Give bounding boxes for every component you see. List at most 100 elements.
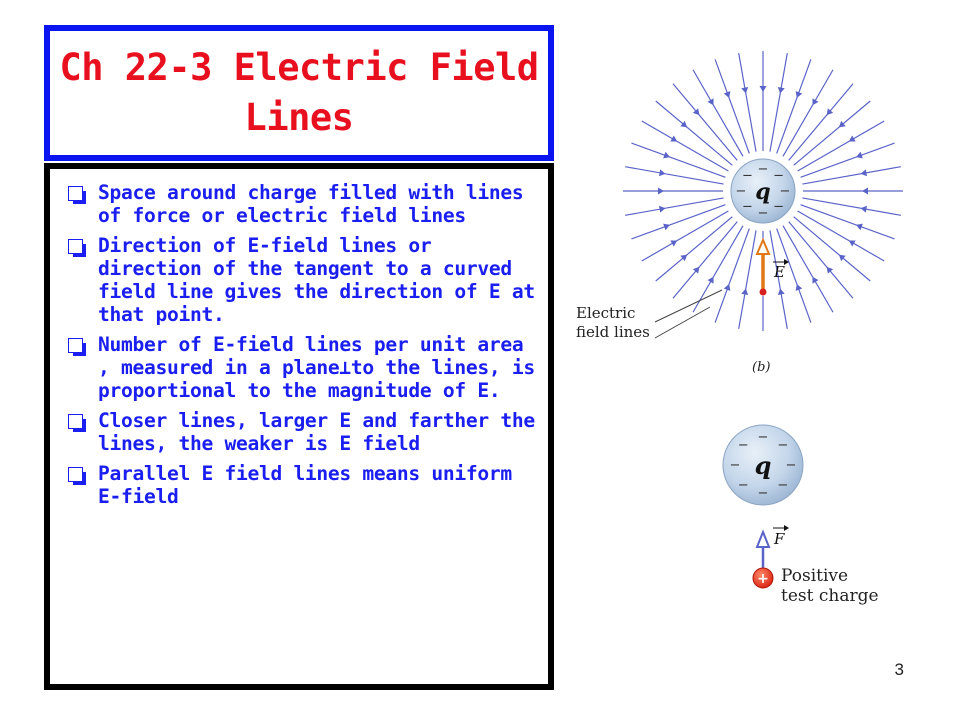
field-line-arrow-icon — [670, 240, 678, 247]
field-line — [800, 204, 895, 240]
field-line — [631, 142, 726, 178]
bullet-text: Space around charge filled with lines of… — [98, 181, 524, 227]
field-lines-callout — [654, 289, 723, 339]
field-line-arrow-icon — [663, 223, 670, 231]
minus-sign-icon: − — [786, 458, 797, 473]
field-line — [782, 225, 834, 313]
minus-sign-icon: − — [758, 486, 769, 501]
field-line — [797, 120, 885, 172]
field-line-arrow-icon — [692, 266, 700, 274]
field-line — [802, 166, 901, 185]
minus-sign-icon: − — [773, 168, 784, 183]
field-line-arrow-icon — [658, 187, 664, 195]
field-line-arrow-icon — [658, 169, 666, 177]
field-line — [738, 230, 757, 329]
field-line — [692, 225, 744, 313]
minus-sign-icon: − — [773, 200, 784, 215]
charge-signs-bottom: −−−−−−−− — [730, 430, 797, 501]
minus-sign-icon: − — [780, 184, 791, 199]
negative-charge-top: −−−−−−−− q — [730, 158, 796, 224]
checkbox-bullet-icon — [68, 414, 86, 432]
field-line-arrow-icon — [723, 284, 731, 291]
minus-sign-icon: − — [738, 478, 749, 493]
field-line — [738, 53, 757, 152]
bullet-text: Closer lines, larger E and farther the l… — [98, 409, 535, 455]
minus-sign-icon: − — [758, 430, 769, 445]
field-line — [776, 228, 812, 323]
field-line — [641, 210, 729, 262]
field-line — [788, 221, 854, 299]
field-line-arrow-icon — [741, 86, 749, 94]
bullet-item: Space around charge filled with lines of… — [64, 181, 544, 227]
field-line-arrow-icon — [692, 108, 700, 116]
field-lines-label: Electric field lines — [576, 304, 650, 341]
electric-field-figure: −−−−−−−− q E −−−−−−−− q F + — [623, 51, 903, 589]
field-line-arrow-icon — [795, 91, 803, 98]
charge-label-top: q — [755, 179, 770, 205]
test-charge-label: Positive test charge — [781, 566, 879, 606]
field-line — [655, 100, 733, 166]
charge-label-bottom: q — [755, 451, 772, 480]
minus-sign-icon: − — [777, 438, 788, 453]
field-line-arrow-icon — [707, 276, 714, 284]
field-line-arrow-icon — [777, 288, 785, 296]
field-line-arrow-icon — [838, 120, 846, 128]
field-line-arrow-icon — [838, 254, 846, 262]
field-line — [793, 100, 871, 166]
field-line — [800, 142, 895, 178]
negative-charge-bottom: −−−−−−−− q — [722, 424, 804, 506]
field-line-arrow-icon — [856, 223, 863, 231]
field-line-arrow-icon — [860, 205, 868, 213]
charge-signs-top: −−−−−−−− — [736, 162, 791, 221]
minus-sign-icon: − — [742, 200, 753, 215]
field-line-arrow-icon — [862, 187, 868, 195]
checkbox-bullet-icon — [68, 338, 86, 356]
field-line — [714, 228, 750, 323]
bullet-text: Number of E-field lines per unit area , … — [98, 333, 535, 402]
field-line — [714, 59, 750, 154]
field-line — [788, 83, 854, 161]
checkbox-bullet-icon — [68, 239, 86, 257]
bullet-text: Direction of E-field lines or direction … — [98, 234, 535, 326]
field-line — [802, 197, 901, 216]
field-line-arrow-icon — [741, 288, 749, 296]
field-line — [631, 204, 726, 240]
field-line — [692, 69, 744, 157]
field-line-arrow-icon — [848, 240, 856, 247]
bullet-list: Space around charge filled with lines of… — [50, 169, 548, 508]
field-line-arrow-icon — [826, 266, 834, 274]
field-line — [776, 59, 812, 154]
field-line — [769, 230, 788, 329]
force-vector: F — [755, 525, 789, 568]
field-line-arrow-icon — [777, 86, 785, 94]
field-line-arrow-icon — [848, 135, 856, 142]
bullet-item: Direction of E-field lines or direction … — [64, 234, 544, 326]
field-line-arrow-icon — [860, 169, 868, 177]
field-vector: E — [755, 237, 789, 296]
field-line-arrow-icon — [826, 108, 834, 116]
panel-label: (b) — [752, 360, 771, 375]
bullet-item: Parallel E field lines means uniform E-f… — [64, 462, 544, 508]
field-line-arrow-icon — [795, 284, 803, 291]
checkbox-bullet-icon — [68, 186, 86, 204]
minus-sign-icon: − — [758, 162, 769, 177]
bullet-item: Number of E-field lines per unit area , … — [64, 333, 544, 402]
field-line — [793, 216, 871, 282]
field-vector-label: E — [773, 263, 785, 281]
title-box: Ch 22-3 Electric Field Lines — [44, 25, 554, 161]
field-line-arrow-icon — [707, 98, 714, 106]
force-vector-label: F — [773, 530, 785, 548]
field-line-arrow-icon — [812, 98, 819, 106]
field-line — [797, 210, 885, 262]
field-line-arrow-icon — [723, 91, 731, 98]
field-line-arrow-icon — [680, 254, 688, 262]
field-line-arrow-icon — [663, 151, 670, 159]
field-line — [672, 83, 738, 161]
positive-test-charge: + — [752, 567, 774, 589]
field-line — [641, 120, 729, 172]
field-line-arrow-icon — [670, 135, 678, 142]
field-line — [655, 216, 733, 282]
field-line — [625, 197, 724, 216]
minus-sign-icon: − — [742, 168, 753, 183]
slide-title: Ch 22-3 Electric Field Lines — [59, 46, 539, 139]
